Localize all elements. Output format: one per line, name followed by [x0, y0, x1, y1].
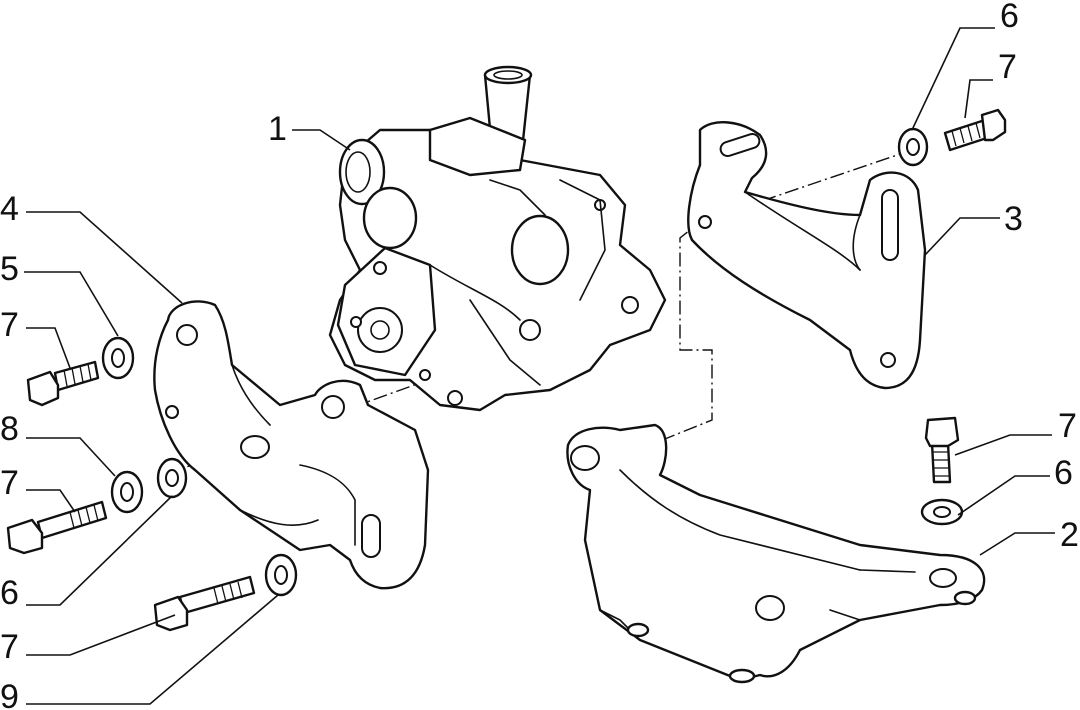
part-4-left-bracket	[153, 300, 430, 590]
callout-7-top-right: 7	[998, 48, 1017, 86]
washer-8	[110, 470, 144, 514]
callout-7-right: 7	[1058, 407, 1077, 445]
callout-3: 3	[1004, 200, 1023, 238]
bolt-7-middle-left	[6, 500, 108, 555]
part-1-power-steering-pump	[328, 65, 667, 412]
washer-6-top-right	[897, 127, 929, 167]
bolt-7-top-right	[943, 108, 1007, 152]
callout-2: 2	[1060, 516, 1079, 554]
callout-6-right: 6	[1054, 454, 1073, 492]
washer-9	[264, 553, 298, 597]
callout-8: 8	[0, 410, 19, 448]
part-2-lower-support-bracket	[566, 423, 986, 684]
callout-6-top-right: 6	[1000, 0, 1019, 35]
callout-7-lower-left: 7	[0, 628, 19, 666]
bolt-7-right-vertical	[924, 416, 960, 484]
callout-7-middle-left: 7	[0, 464, 19, 502]
leader-lines	[24, 27, 1055, 705]
washer-6-right	[920, 498, 964, 526]
callout-4: 4	[0, 190, 19, 228]
callout-1: 1	[268, 110, 287, 148]
washer-6-left	[156, 457, 188, 499]
bolt-7-lower-left	[153, 575, 256, 632]
callout-9: 9	[0, 678, 19, 710]
callout-5: 5	[0, 250, 19, 288]
callout-6-left: 6	[0, 574, 19, 612]
bolt-7-upper-left	[26, 360, 100, 407]
part-3-upper-support-plate	[687, 121, 927, 390]
callout-7-upper-left: 7	[0, 306, 19, 344]
washer-5	[101, 336, 135, 380]
